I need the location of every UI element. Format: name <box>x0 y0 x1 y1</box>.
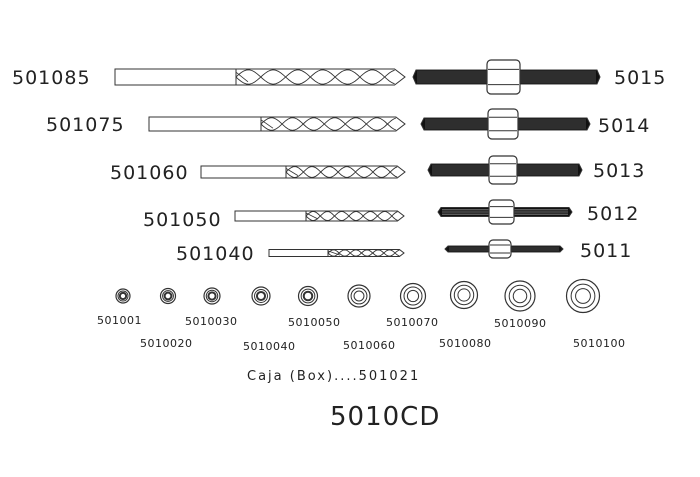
ring-5010080 <box>449 280 479 310</box>
ring-label-5010070: 5010070 <box>386 316 439 329</box>
holder-label-5011: 5011 <box>580 240 633 262</box>
drill-bit-501040 <box>268 249 405 257</box>
drill-label-501050: 501050 <box>143 209 222 231</box>
ring-5010050 <box>297 285 319 307</box>
ring-5010070 <box>399 282 427 310</box>
ring-5010040 <box>251 286 271 306</box>
holder-5011 <box>444 239 564 259</box>
kit-code: 5010CD <box>330 402 441 432</box>
ring-label-5010080: 5010080 <box>439 337 492 350</box>
drill-label-501085: 501085 <box>12 67 91 89</box>
drill-bit-501050 <box>234 210 405 222</box>
box-note: Caja (Box)....501021 <box>247 369 421 384</box>
holder-5015 <box>412 59 601 95</box>
ring-5010100 <box>565 278 601 314</box>
holder-label-5012: 5012 <box>587 203 640 225</box>
drill-label-501040: 501040 <box>176 243 255 265</box>
ring-5010090 <box>504 280 536 312</box>
ring-label-5010100: 5010100 <box>573 337 626 350</box>
holder-label-5014: 5014 <box>598 115 651 137</box>
ring-label-5010060: 5010060 <box>343 339 396 352</box>
drill-label-501075: 501075 <box>46 114 125 136</box>
drill-label-501060: 501060 <box>110 162 189 184</box>
ring-501001 <box>115 288 131 304</box>
ring-5010030 <box>203 287 221 305</box>
holder-5013 <box>427 155 583 185</box>
ring-5010020 <box>159 287 177 305</box>
ring-5010060 <box>347 284 371 308</box>
ring-label-5010050: 5010050 <box>288 316 341 329</box>
drill-bit-501075 <box>148 116 406 132</box>
ring-label-5010020: 5010020 <box>140 337 193 350</box>
holder-label-5013: 5013 <box>593 160 646 182</box>
holder-5012 <box>437 199 573 225</box>
ring-label-5010090: 5010090 <box>494 317 547 330</box>
drill-bit-501085 <box>114 68 406 86</box>
ring-label-501001: 501001 <box>97 314 142 327</box>
ring-label-5010030: 5010030 <box>185 315 238 328</box>
drill-bit-501060 <box>200 165 406 179</box>
holder-label-5015: 5015 <box>614 67 667 89</box>
ring-label-5010040: 5010040 <box>243 340 296 353</box>
holder-5014 <box>420 108 591 140</box>
